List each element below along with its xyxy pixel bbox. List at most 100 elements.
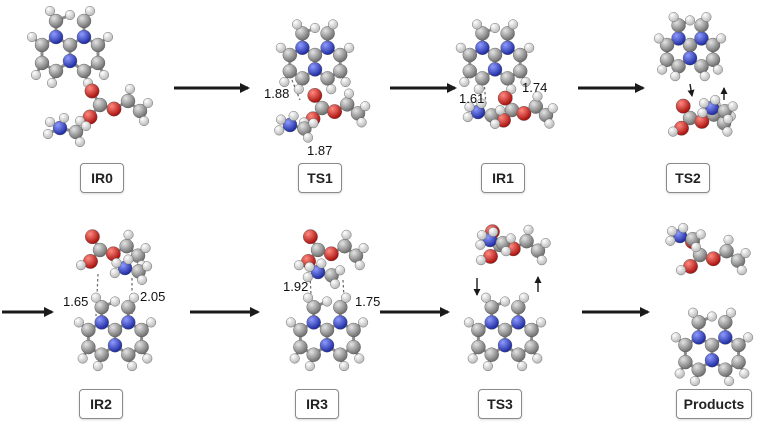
carbon-atom bbox=[62, 37, 78, 53]
hydrogen-atom bbox=[339, 361, 350, 372]
carbon-atom bbox=[34, 37, 50, 53]
carbon-atom bbox=[81, 339, 96, 355]
hydrogen-atom bbox=[475, 239, 486, 250]
hydrogen-atom bbox=[699, 98, 710, 109]
oxygen-atom bbox=[85, 229, 100, 245]
hydrogen-atom bbox=[500, 296, 511, 307]
hydrogen-atom bbox=[723, 234, 734, 245]
hydrogen-atom bbox=[736, 265, 747, 276]
hydrogen-atom bbox=[455, 42, 466, 53]
carbon-atom bbox=[462, 63, 477, 79]
carbon-atom bbox=[333, 347, 348, 362]
nitrogen-atom bbox=[475, 40, 490, 55]
hydrogen-atom bbox=[64, 9, 75, 21]
carbon-atom bbox=[524, 339, 539, 355]
hydrogen-atom bbox=[27, 32, 38, 43]
nitrogen-atom bbox=[76, 29, 92, 45]
carbon-atom bbox=[90, 55, 106, 71]
carbon-atom bbox=[134, 339, 149, 355]
carbon-atom bbox=[704, 337, 720, 353]
hydrogen-atom bbox=[124, 83, 135, 94]
carbon-atom bbox=[295, 26, 310, 41]
hydrogen-atom bbox=[140, 243, 151, 254]
carbon-atom bbox=[705, 37, 721, 53]
nitrogen-atom bbox=[704, 353, 720, 368]
hydrogen-atom bbox=[341, 292, 352, 303]
nitrogen-atom bbox=[682, 50, 698, 66]
hydrogen-atom bbox=[727, 101, 738, 112]
hydrogen-atom bbox=[142, 261, 153, 272]
carbon-atom bbox=[731, 337, 746, 353]
hydrogen-atom bbox=[92, 361, 103, 372]
oxygen-atom bbox=[307, 88, 323, 103]
carbon-atom bbox=[282, 47, 297, 63]
hydrogen-atom bbox=[303, 132, 314, 143]
hydrogen-atom bbox=[536, 317, 547, 328]
nitrogen-atom bbox=[320, 40, 335, 55]
carbon-atom bbox=[48, 13, 64, 29]
carbon-atom bbox=[295, 71, 310, 86]
carbon-atom bbox=[293, 322, 308, 338]
carbon-atom bbox=[282, 63, 297, 79]
stage-label-ts2: TS2 bbox=[666, 163, 710, 193]
stage-label-ir0: IR0 bbox=[80, 163, 124, 193]
electron-flow-arrow bbox=[687, 83, 695, 97]
hydrogen-atom bbox=[303, 292, 314, 303]
hydrogen-atom bbox=[45, 116, 56, 127]
distance-label: 1.87 bbox=[307, 143, 333, 158]
nitrogen-atom bbox=[306, 315, 321, 330]
carbon-atom bbox=[94, 300, 109, 315]
hydrogen-atom bbox=[463, 317, 474, 328]
hydrogen-atom bbox=[676, 265, 687, 276]
nitrogen-atom bbox=[511, 315, 526, 330]
hydrogen-atom bbox=[344, 42, 355, 53]
carbon-atom bbox=[513, 63, 528, 79]
hydrogen-atom bbox=[276, 114, 287, 125]
hydrogen-atom bbox=[344, 88, 355, 99]
hydrogen-atom bbox=[142, 97, 153, 108]
oxygen-atom bbox=[516, 106, 532, 121]
nitrogen-atom bbox=[121, 315, 136, 330]
hydrogen-atom bbox=[302, 272, 313, 283]
carbon-atom bbox=[48, 63, 64, 79]
carbon-atom bbox=[320, 71, 335, 86]
hydrogen-atom bbox=[519, 292, 530, 303]
hydrogen-atom bbox=[670, 332, 681, 343]
carbon-atom bbox=[337, 238, 352, 254]
hydrogen-atom bbox=[724, 376, 735, 387]
nitrogen-atom bbox=[484, 315, 499, 330]
stage-label-ts1: TS1 bbox=[298, 163, 342, 193]
hydrogen-atom bbox=[517, 361, 528, 372]
carbon-atom bbox=[691, 362, 706, 377]
carbon-atom bbox=[293, 339, 308, 355]
carbon-atom bbox=[484, 347, 499, 362]
hydrogen-atom bbox=[490, 23, 501, 34]
oxygen-atom bbox=[106, 101, 122, 117]
hydrogen-atom bbox=[695, 229, 706, 240]
carbon-atom bbox=[346, 322, 361, 338]
hydrogen-atom bbox=[146, 317, 157, 328]
carbon-atom bbox=[120, 93, 136, 109]
carbon-atom bbox=[119, 238, 134, 254]
hydrogen-atom bbox=[127, 361, 138, 372]
hydrogen-atom bbox=[358, 243, 369, 254]
distance-label: 1.92 bbox=[283, 279, 309, 294]
stage-label-ir1: IR1 bbox=[481, 163, 525, 193]
distance-label: 1.88 bbox=[264, 86, 290, 101]
hydrogen-atom bbox=[308, 118, 319, 129]
carbon-atom bbox=[346, 339, 361, 355]
hydrogen-atom bbox=[289, 353, 300, 364]
hydrogen-atom bbox=[47, 77, 58, 88]
hydrogen-atom bbox=[490, 118, 501, 129]
hydrogen-atom bbox=[462, 112, 473, 123]
hydrogen-atom bbox=[358, 317, 369, 328]
hydrogen-atom bbox=[109, 268, 120, 279]
hydrogen-atom bbox=[712, 64, 723, 75]
carbon-atom bbox=[471, 322, 486, 338]
carbon-atom bbox=[90, 37, 106, 53]
oxygen-atom bbox=[705, 251, 721, 267]
hydrogen-atom bbox=[697, 107, 708, 118]
carbon-atom bbox=[719, 243, 734, 259]
hydrogen-atom bbox=[77, 353, 88, 364]
